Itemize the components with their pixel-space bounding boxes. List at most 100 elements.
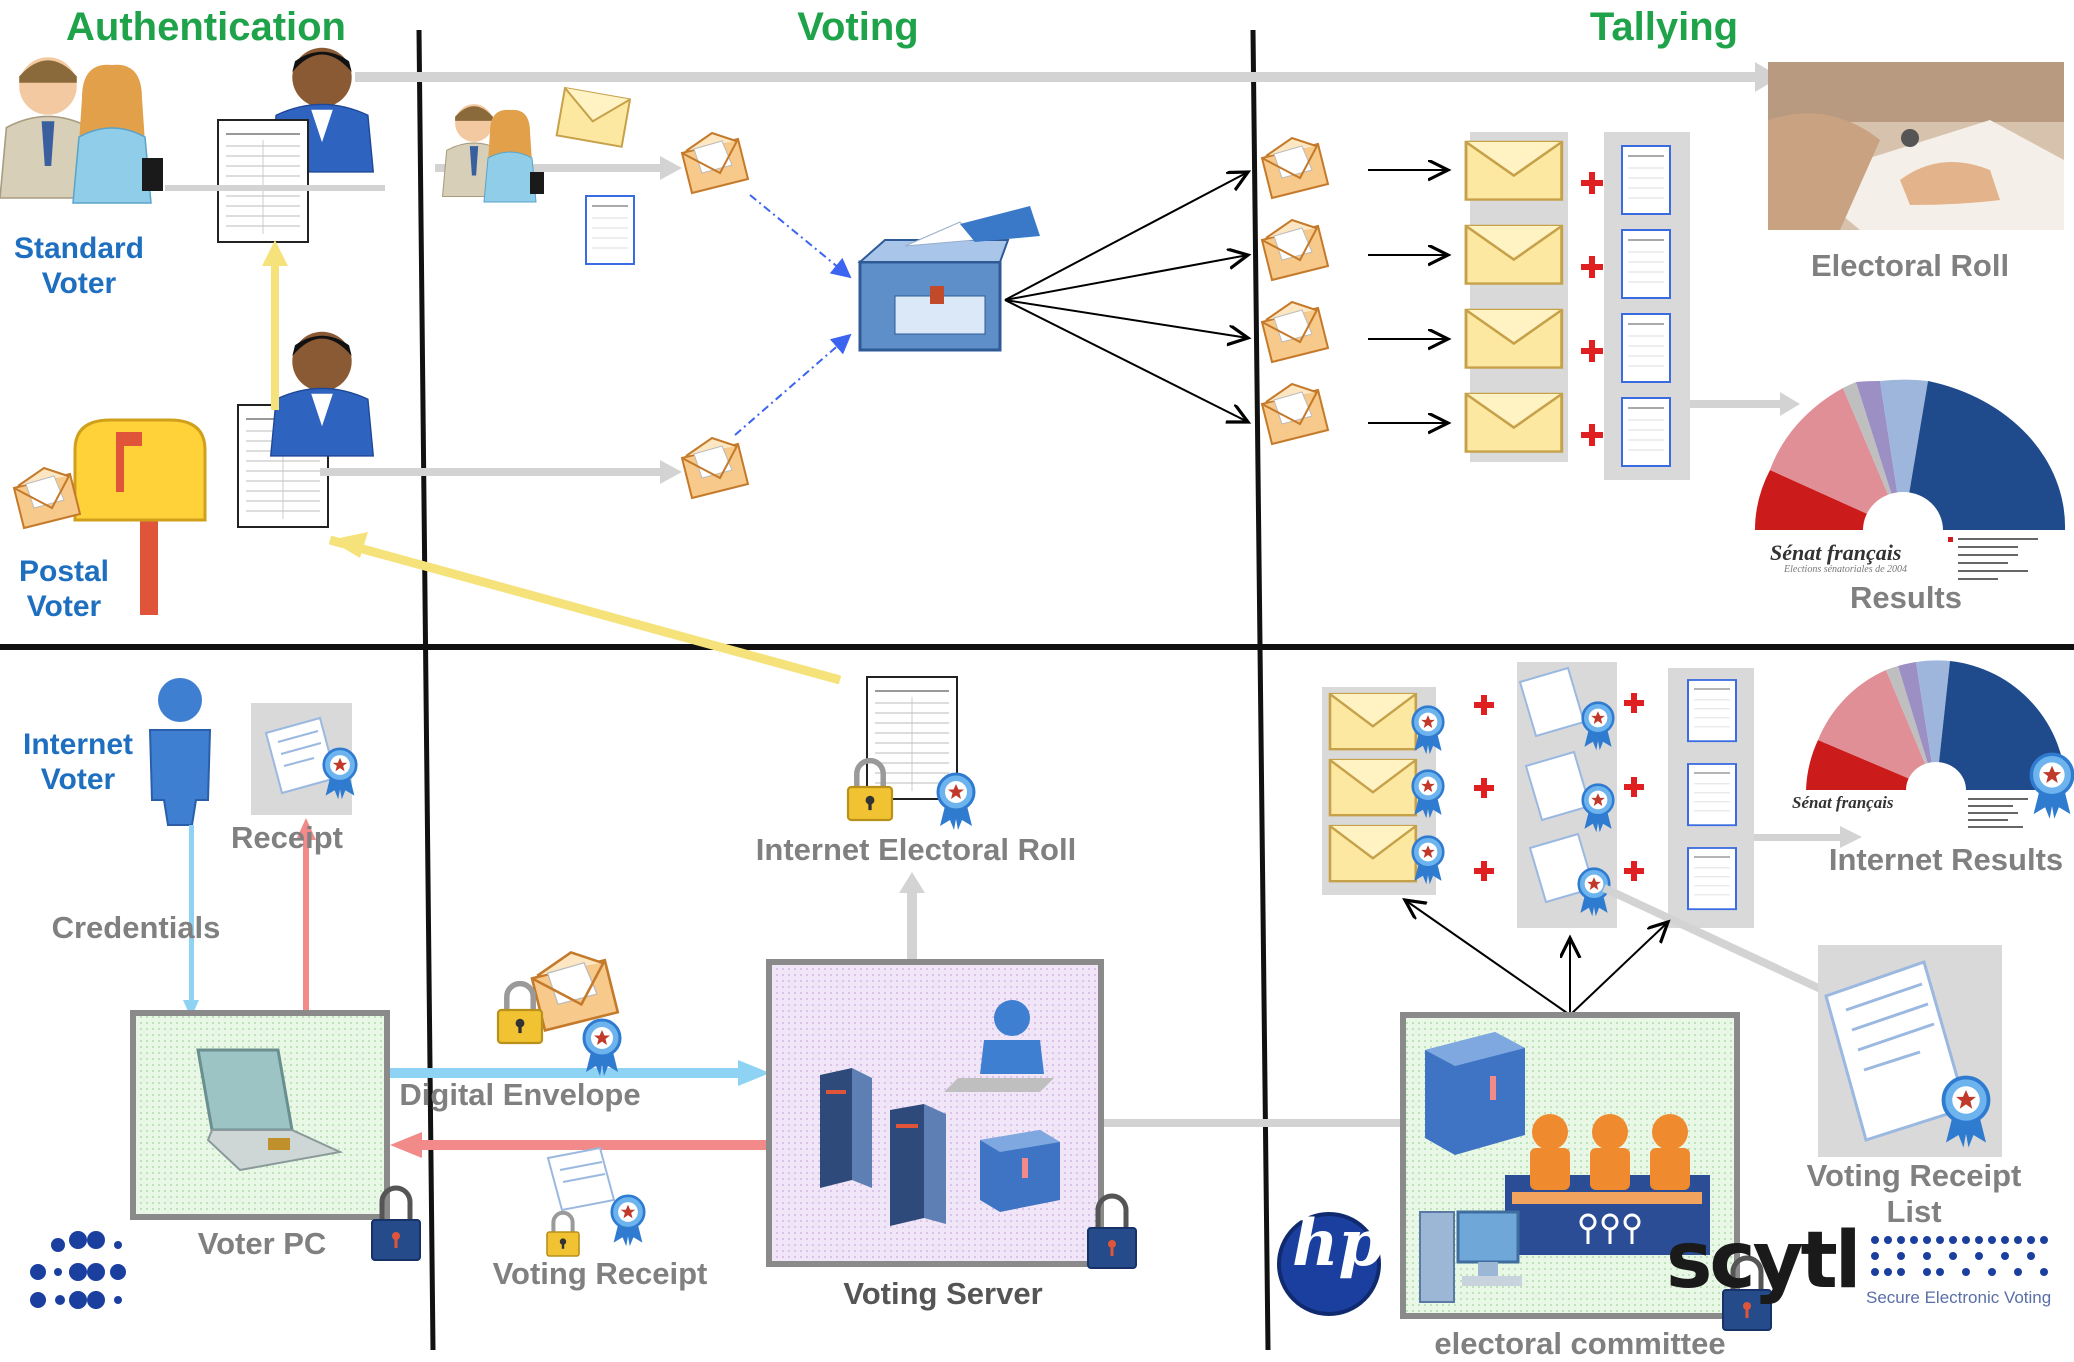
digital-envelope-label: Digital Envelope (399, 1077, 641, 1112)
scytl-logo-text: scytl (1666, 1216, 1862, 1306)
tally-envelope-2-icon (1261, 219, 1329, 281)
electoral-roll-label: Electoral Roll (1810, 248, 2010, 283)
roll-flow-arrow (355, 62, 1780, 92)
tally-ballot-2-icon (1621, 229, 1671, 299)
tally-closed-envelope-4-icon (1464, 392, 1564, 454)
laptop-icon (196, 1048, 344, 1172)
phase-heading-voting: Voting (797, 5, 919, 49)
credentials-label: Credentials (51, 910, 221, 945)
postal-voter-label-line1: Postal (18, 555, 110, 588)
voting-server-label: Voting Server (843, 1276, 1043, 1311)
tally-envelope-4-icon (1261, 383, 1329, 445)
ballot-box-icon (857, 206, 1040, 352)
voting-receipt-doc-icon (546, 1146, 616, 1212)
internet-ballot-1-icon (1687, 679, 1737, 743)
credentials-arrow (183, 825, 199, 1018)
tally-closed-envelope-1-icon (1464, 140, 1564, 202)
voting-sealed-envelope-icon (681, 132, 749, 194)
tally-envelope-1-icon (1261, 137, 1329, 199)
voting-receipt-list-label-line2: List (1886, 1193, 1942, 1229)
voting-receipt-list-label-line1: Voting Receipt (1806, 1158, 2022, 1193)
standard-voter-label-line2: Voter (41, 266, 117, 300)
electoral-list-doc-icon (217, 119, 309, 243)
internet-results-label: Internet Results (1828, 842, 2064, 877)
tally-closed-envelope-2-icon (1464, 224, 1564, 286)
tally-plus-signs (1581, 172, 1603, 446)
results-label: Results (1850, 580, 1962, 615)
digital-envelope-lock-icon (498, 984, 542, 1043)
official-icon-2 (270, 331, 374, 457)
internet-voter-icon (148, 678, 212, 826)
standard-to-voting-arrow (165, 156, 682, 191)
postal-voter-label: Postal Voter (19, 555, 109, 624)
internet-electoral-roll-label: Internet Electoral Roll (755, 832, 1077, 867)
server-ballot-box-icon (980, 1130, 1060, 1212)
internet-ballot-2-icon (1687, 763, 1737, 827)
committee-icon (1505, 1114, 1710, 1255)
results-chart (1755, 379, 2066, 580)
dots-logo (30, 1231, 126, 1309)
voter-pc-label: Voter PC (197, 1226, 327, 1261)
internet-results-cert-icon (2029, 752, 2074, 821)
server-operator-icon (944, 1000, 1054, 1092)
tally-ballot-1-icon (1621, 145, 1671, 215)
tally-to-results-arrow (1690, 392, 1800, 416)
voting-receipt-list-label: Voting Receipt List (1807, 1158, 2022, 1229)
divider-auth-voting (416, 29, 436, 1351)
voting-envelope-icon (555, 87, 631, 148)
internet-envelope-2-icon (1328, 758, 1418, 817)
voting-receipt-lock-icon (547, 1213, 579, 1256)
phase-heading-authentication: Authentication (66, 5, 346, 49)
internet-results-chart (1806, 660, 2066, 828)
standard-voter-woman-icon (72, 64, 164, 204)
internet-chart-caption-title: Sénat français (1792, 793, 1894, 812)
voting-receipt-return-arrow (390, 1132, 770, 1158)
internet-tally-to-results-arrow (1754, 826, 1862, 848)
tally-envelope-3-icon (1261, 301, 1329, 363)
tally-ballot-3-icon (1621, 313, 1671, 383)
postal-envelope-icon (13, 467, 81, 529)
standard-voter-label-line1: Standard (13, 232, 145, 265)
phase-heading-tallying: Tallying (1589, 5, 1739, 49)
mailbox-icon (73, 418, 207, 615)
hp-logo-text: hp (1292, 1206, 1384, 1281)
electoral-committee-label: electoral committee (1434, 1326, 1726, 1361)
chart-caption-subtitle: Elections sénatoriales de 2004 (1784, 564, 1908, 575)
committee-ballot-box-icon (1425, 1032, 1525, 1155)
internet-voter-label-line1: Internet (22, 728, 134, 761)
committee-computer-icon (1419, 1210, 1522, 1303)
internet-ballot-3-icon (1687, 847, 1737, 911)
digital-envelope-cert-icon (582, 1018, 622, 1078)
postal-verify-arrow (262, 240, 288, 410)
internet-roll-cert-icon (936, 772, 976, 832)
voting-receipt-cert-icon (610, 1194, 646, 1248)
digital-envelope-icon (530, 951, 620, 1032)
electoral-roll-photo (1768, 62, 2064, 230)
receipt-list-arrow (1602, 884, 1842, 1002)
voting-ballot-sheet-icon (585, 195, 635, 265)
internet-voter-label: Internet Voter (23, 728, 133, 797)
postal-voter-label-line2: Voter (26, 589, 102, 623)
receipt-return-arrow (296, 818, 316, 1012)
internet-plus-signs (1474, 693, 1644, 881)
receipt-label: Receipt (231, 820, 343, 855)
postal-sealed-envelope-icon (681, 437, 749, 499)
postal-roll-check-arrow (328, 532, 842, 685)
divider-voting-tally (1250, 29, 1271, 1351)
internet-envelope-1-icon (1328, 692, 1418, 751)
scytl-tagline: Secure Electronic Voting (1866, 1288, 2052, 1307)
tally-ballot-4-icon (1621, 397, 1671, 467)
scytl-dots-logo (1871, 1236, 2048, 1276)
voting-couple-woman-icon (483, 109, 545, 203)
internet-envelope-3-icon (1328, 824, 1418, 883)
standard-voter-label: Standard Voter (14, 232, 144, 301)
postal-to-voting-arrow (320, 460, 682, 484)
server-icon (820, 1068, 946, 1226)
hp-logo (1277, 1212, 1381, 1316)
server-to-roll-arrow (899, 872, 925, 959)
internet-voter-label-line2: Voter (40, 762, 116, 796)
digital-envelope-arrow (390, 1060, 770, 1086)
voting-receipt-label: Voting Receipt (492, 1256, 708, 1291)
tally-closed-envelope-3-icon (1464, 308, 1564, 370)
